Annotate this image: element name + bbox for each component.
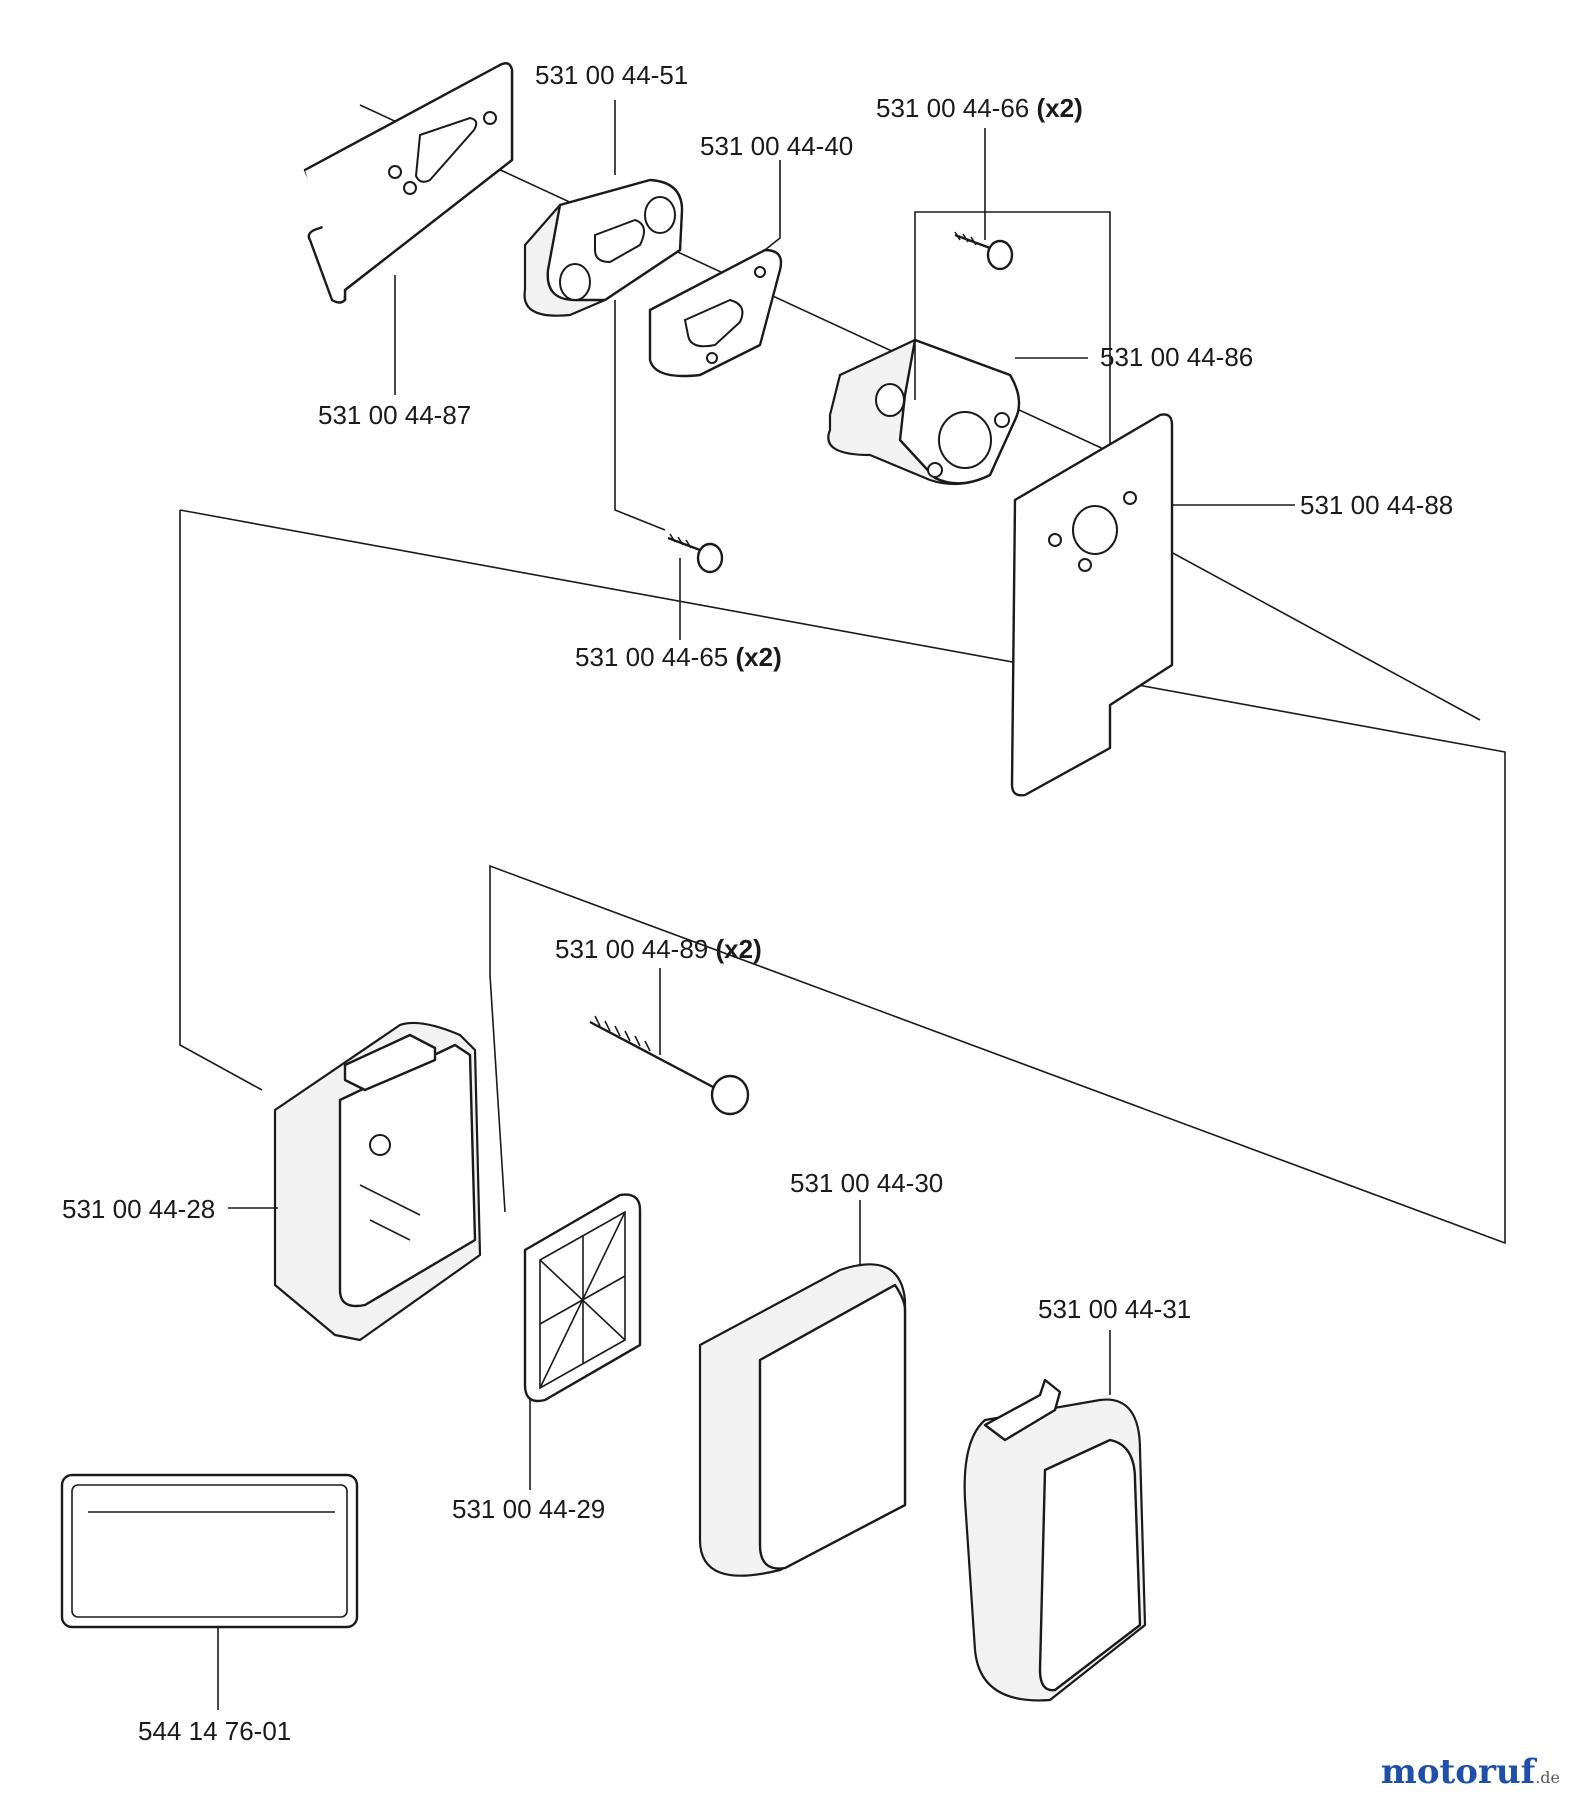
part-labels: 531 00 44-51 531 00 44-40 531 00 44-66 (… xyxy=(62,60,1453,1746)
label-531-00-44-86: 531 00 44-86 xyxy=(1100,342,1253,372)
label-531-00-44-31: 531 00 44-31 xyxy=(1038,1294,1191,1324)
filter-element-30 xyxy=(698,1200,907,1577)
insulator-51 xyxy=(523,100,684,317)
screw-65 xyxy=(614,300,724,640)
label-531-00-44-28: 531 00 44-28 xyxy=(62,1194,215,1224)
label-531-00-44-40: 531 00 44-40 xyxy=(700,131,853,161)
filter-grid-29 xyxy=(523,1193,642,1490)
label-531-00-44-51: 531 00 44-51 xyxy=(535,60,688,90)
label-531-00-44-66: 531 00 44-66 (x2) xyxy=(876,93,1083,123)
bolt-89 xyxy=(589,968,750,1116)
adapter-86 xyxy=(827,211,1111,486)
watermark-name: motoruf xyxy=(1380,1752,1536,1792)
gasket-87 xyxy=(303,62,514,395)
label-plate-01 xyxy=(60,1473,359,1710)
label-531-00-44-89: 531 00 44-89 (x2) xyxy=(555,934,762,964)
watermark-suffix: .de xyxy=(1535,1768,1560,1787)
label-544-14-76-01: 544 14 76-01 xyxy=(138,1716,291,1746)
air-filter-housing-28 xyxy=(228,1021,482,1342)
gasket-40 xyxy=(648,160,783,378)
label-531-00-44-29: 531 00 44-29 xyxy=(452,1494,605,1524)
motoruf-watermark: motoruf.de xyxy=(1381,1752,1560,1792)
screw-66 xyxy=(954,128,1014,271)
label-531-00-44-30: 531 00 44-30 xyxy=(790,1168,943,1198)
label-531-00-44-88: 531 00 44-88 xyxy=(1300,490,1453,520)
filter-cover-31 xyxy=(963,1330,1147,1702)
label-531-00-44-65: 531 00 44-65 (x2) xyxy=(575,642,782,672)
gasket-88 xyxy=(1010,413,1295,797)
label-531-00-44-87: 531 00 44-87 xyxy=(318,400,471,430)
